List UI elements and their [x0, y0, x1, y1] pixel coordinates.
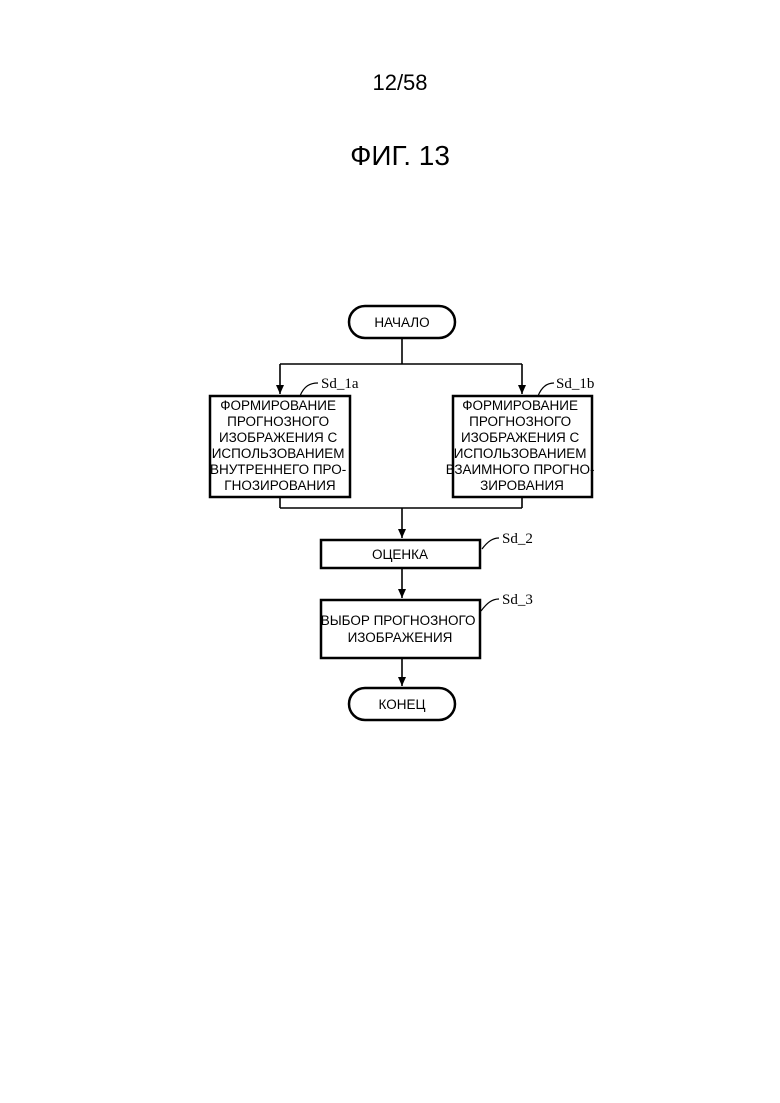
intra-ref-leader	[300, 383, 318, 396]
selection-ref-label: Sd_3	[502, 592, 533, 608]
start-label: НАЧАЛО	[374, 315, 429, 330]
intra-ref-label: Sd_1a	[321, 376, 359, 392]
intra-line: ВНУТРЕННЕГО ПРО-	[210, 462, 346, 477]
intra-line: ИЗОБРАЖЕНИЯ С	[219, 430, 338, 445]
inter-line: ПРОГНОЗНОГО	[469, 414, 571, 429]
selection-line: ВЫБОР ПРОГНОЗНОГО	[321, 613, 476, 628]
inter-line: ЗИРОВАНИЯ	[480, 478, 564, 493]
evaluation-ref-leader	[482, 538, 499, 549]
intra-line: ПРОГНОЗНОГО	[227, 414, 329, 429]
intra-prediction-box: ФОРМИРОВАНИЕ ПРОГНОЗНОГО ИЗОБРАЖЕНИЯ С И…	[210, 376, 359, 497]
selection-line: ИЗОБРАЖЕНИЯ	[348, 630, 453, 645]
evaluation-box: ОЦЕНКА Sd_2	[321, 531, 533, 568]
split-connector	[280, 338, 522, 394]
intra-line: ИСПОЛЬЗОВАНИЕМ	[212, 446, 345, 461]
evaluation-ref-label: Sd_2	[502, 531, 533, 547]
evaluation-label: ОЦЕНКА	[372, 547, 428, 562]
selection-box: ВЫБОР ПРОГНОЗНОГО ИЗОБРАЖЕНИЯ Sd_3	[321, 592, 533, 658]
start-terminal: НАЧАЛО	[349, 306, 455, 338]
inter-ref-leader	[538, 383, 554, 396]
inter-line: ФОРМИРОВАНИЕ	[462, 398, 578, 413]
merge-connector	[280, 497, 522, 538]
end-label: КОНЕЦ	[379, 697, 426, 712]
intra-prediction-text: ФОРМИРОВАНИЕ ПРОГНОЗНОГО ИЗОБРАЖЕНИЯ С И…	[210, 398, 350, 493]
intra-line: ФОРМИРОВАНИЕ	[220, 398, 336, 413]
inter-line: ИЗОБРАЖЕНИЯ С	[461, 430, 580, 445]
inter-prediction-box: ФОРМИРОВАНИЕ ПРОГНОЗНОГО ИЗОБРАЖЕНИЯ С И…	[446, 376, 598, 497]
selection-ref-leader	[481, 599, 499, 611]
end-terminal: КОНЕЦ	[349, 688, 455, 720]
intra-line: ГНОЗИРОВАНИЯ	[224, 478, 335, 493]
inter-line: ИСПОЛЬЗОВАНИЕМ	[454, 446, 587, 461]
inter-ref-label: Sd_1b	[556, 376, 594, 392]
inter-line: ВЗАИМНОГО ПРОГНО-	[446, 462, 595, 477]
